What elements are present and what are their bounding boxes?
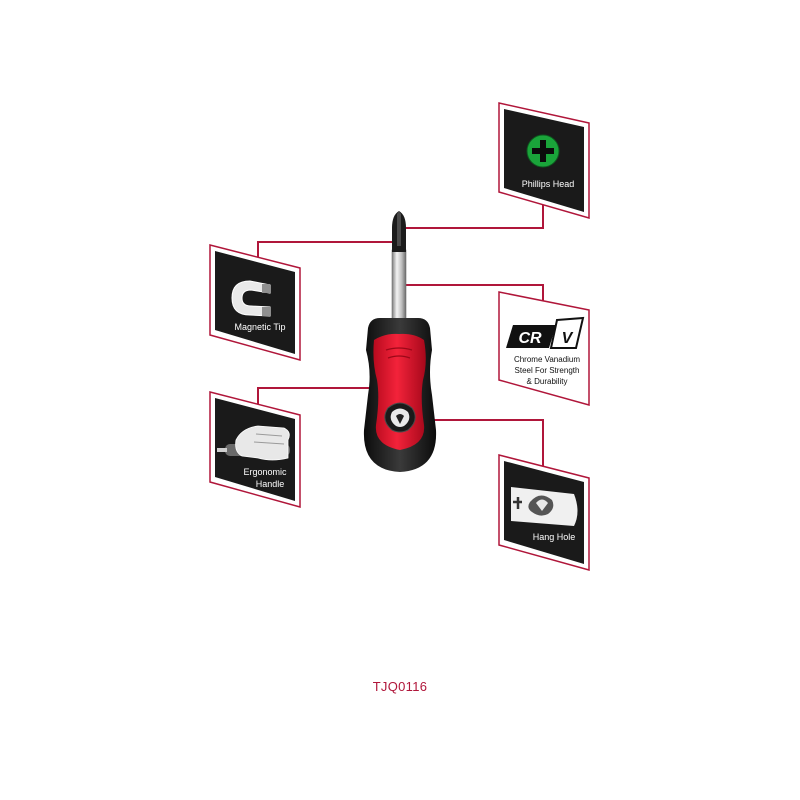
feature-panel-ergonomic: Ergonomic Handle xyxy=(209,391,301,508)
connector-crv xyxy=(406,284,544,305)
feature-panel-hang: Hang Hole xyxy=(498,454,590,571)
hand-grip-icon xyxy=(217,425,290,461)
phillips-label: Phillips Head xyxy=(522,179,575,189)
screwdriver-image xyxy=(363,211,437,472)
hang-label: Hang Hole xyxy=(533,532,576,542)
product-code: TJQ0116 xyxy=(372,679,428,694)
connector-magnetic xyxy=(257,241,398,265)
crv-badge-icon: CR V xyxy=(506,316,585,349)
crv-badge-right: V xyxy=(562,330,574,347)
feature-panel-crv: CR V Chrome Vanadium Steel For Strength … xyxy=(498,291,590,406)
screwdriver-handle-grip xyxy=(373,333,426,450)
crv-line-3: & Durability xyxy=(527,377,568,386)
feature-panel-magnetic: Magnetic Tip xyxy=(209,244,301,361)
feature-panel-phillips: Phillips Head xyxy=(498,102,590,219)
magnet-icon xyxy=(231,280,271,317)
connector-ergonomic xyxy=(257,387,392,410)
magnetic-label: Magnetic Tip xyxy=(234,322,285,332)
phillips-cross-icon xyxy=(526,134,560,168)
connector-phillips xyxy=(406,205,544,229)
screwdriver-shaft xyxy=(391,249,407,329)
ergonomic-line-1: Ergonomic xyxy=(243,467,287,477)
ergonomic-line-2: Handle xyxy=(256,479,285,489)
crv-badge-left: CR xyxy=(518,330,542,347)
hang-hole-icon xyxy=(511,487,578,526)
connector-hang xyxy=(405,419,544,470)
crv-line-1: Chrome Vanadium xyxy=(514,355,580,364)
crv-line-2: Steel For Strength xyxy=(515,366,580,375)
